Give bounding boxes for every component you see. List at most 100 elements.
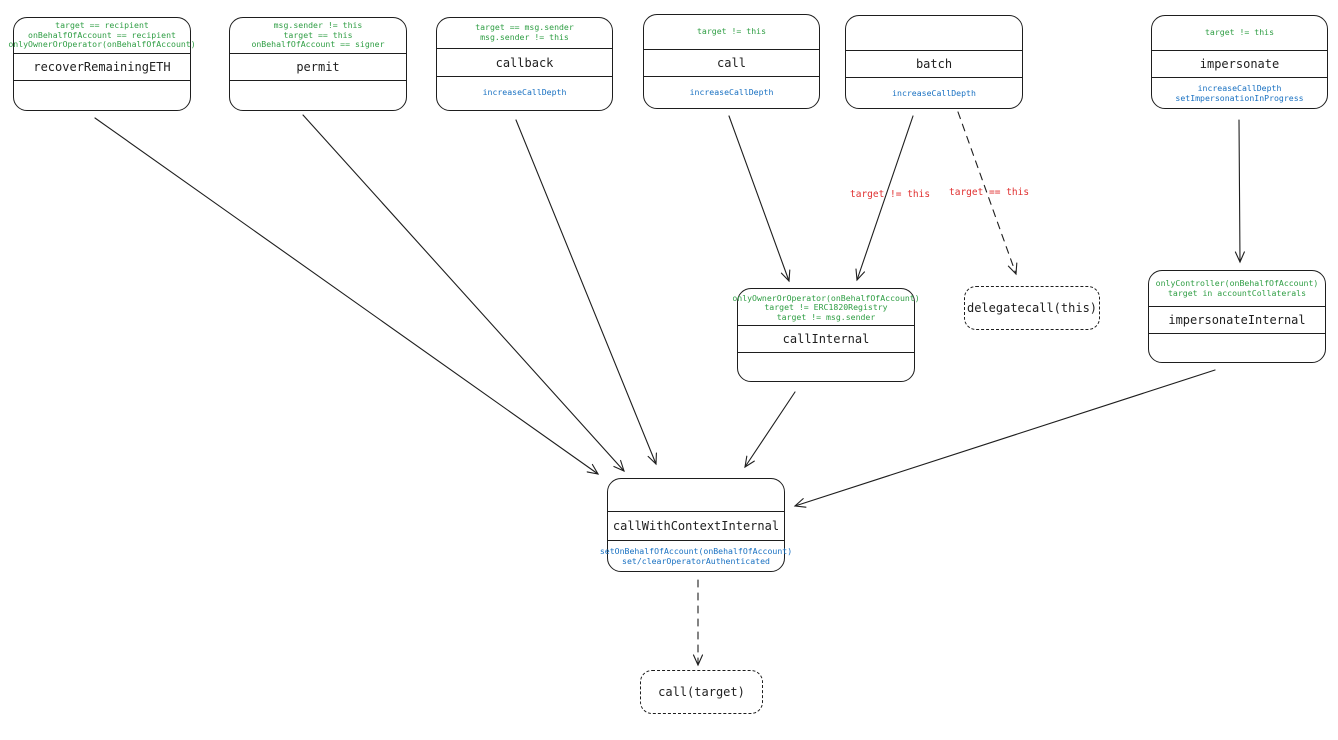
arrowhead-icon [1007, 262, 1018, 276]
section-divider [608, 511, 784, 512]
section-divider [14, 80, 190, 81]
node-call-target: call(target) [640, 670, 763, 714]
arrowhead-icon [647, 452, 657, 466]
section-divider [230, 53, 406, 54]
action-text: set/clearOperatorAuthenticated [622, 555, 770, 566]
edge-call-to-callInternal [728, 115, 790, 282]
node-permit: msg.sender != this target == this onBeha… [229, 17, 407, 111]
conditions-section: target != this [1152, 16, 1327, 50]
action-text: setOnBehalfOfAccount(onBehalfOfAccount) [599, 545, 793, 556]
condition-text: target == recipient [55, 20, 149, 31]
function-name: callWithContextInternal [612, 519, 780, 533]
conditions-section [846, 16, 1022, 50]
condition-text: target != msg.sender [776, 311, 876, 322]
conditions-section: onlyOwnerOrOperator(onBehalfOfAccount) t… [732, 291, 919, 325]
name-section: impersonate [1152, 51, 1327, 77]
condition-text: msg.sender != this [273, 20, 363, 31]
section-divider [738, 352, 914, 353]
function-name: permit [296, 60, 340, 74]
section-divider [644, 76, 819, 77]
node-call-internal: onlyOwnerOrOperator(onBehalfOfAccount) t… [732, 288, 920, 382]
edge-recoverRemainingETH-to-callWithContextInternal [94, 117, 599, 475]
edge-impersonate-to-impersonateInternal [1238, 119, 1241, 263]
node-recover-remaining-eth: target == recipient onBehalfOfAccount ==… [8, 17, 196, 111]
edge-label-target-is-this: target == this [949, 187, 1030, 198]
name-section: impersonateInternal [1149, 307, 1325, 333]
section-divider [846, 50, 1022, 51]
condition-text: target != this [696, 26, 766, 37]
arrowhead-icon [613, 459, 625, 473]
actions-section: setOnBehalfOfAccount(onBehalfOfAccount) … [600, 541, 792, 572]
node-label: delegatecall(this) [966, 301, 1098, 315]
edge-callback-to-callWithContextInternal [515, 119, 657, 465]
action-text: increaseCallDepth [482, 87, 567, 98]
edge-batch-to-callInternal [856, 115, 914, 281]
conditions-section: target != this [644, 15, 819, 49]
conditions-section [608, 479, 784, 511]
arrowhead-icon [1234, 251, 1245, 264]
arrowhead-icon [692, 654, 704, 667]
arrowhead-icon [793, 498, 807, 508]
name-section: recoverRemainingETH [14, 54, 190, 80]
arrowhead-icon [780, 269, 791, 283]
name-section: callInternal [738, 326, 914, 352]
condition-text: onBehalfOfAccount == recipient [28, 29, 176, 40]
condition-text: onlyOwnerOrOperator(onBehalfOfAccount) [732, 292, 920, 303]
arrowhead-icon [744, 455, 755, 469]
section-divider [1152, 50, 1327, 51]
section-divider [1152, 77, 1327, 78]
section-divider [644, 49, 819, 50]
node-impersonate-internal: onlyController(onBehalfOfAccount) target… [1148, 270, 1326, 363]
node-batch: batch increaseCallDepth [845, 15, 1023, 109]
name-section: callback [437, 49, 612, 76]
section-divider [738, 325, 914, 326]
edge-callInternal-to-callWithContextInternal [744, 391, 796, 468]
edge-batch-to-delegatecall [957, 111, 1017, 275]
conditions-section: onlyController(onBehalfOfAccount) target… [1149, 271, 1325, 306]
node-call: target != this call increaseCallDepth [643, 14, 820, 109]
condition-text: target != ERC1820Registry [764, 302, 888, 313]
name-section: permit [230, 54, 406, 80]
conditions-section: msg.sender != this target == this onBeha… [230, 18, 406, 53]
condition-text: msg.sender != this [480, 32, 569, 42]
action-text: increaseCallDepth [689, 87, 774, 98]
function-name: batch [915, 57, 953, 71]
section-divider [437, 48, 612, 49]
function-name: impersonate [1199, 57, 1280, 71]
action-text: increaseCallDepth [1197, 82, 1282, 93]
section-divider [1149, 333, 1325, 334]
action-text: setImpersonationInProgress [1175, 92, 1304, 103]
arrowhead-icon [586, 463, 600, 475]
section-divider [230, 80, 406, 81]
conditions-section: target == recipient onBehalfOfAccount ==… [8, 18, 195, 53]
condition-text: target != this [1204, 27, 1274, 38]
node-callback: target == msg.sender msg.sender != this … [436, 17, 613, 111]
section-divider [437, 76, 612, 77]
actions-section: increaseCallDepth setImpersonationInProg… [1152, 78, 1327, 109]
condition-text: onlyOwnerOrOperator(onBehalfOfAccount) [8, 39, 196, 50]
actions-section: increaseCallDepth [846, 78, 1022, 109]
node-call-with-context-internal: callWithContextInternal setOnBehalfOfAcc… [600, 478, 792, 572]
condition-text: target == this [283, 29, 353, 40]
arrowhead-icon [855, 268, 866, 282]
edge-impersonateInternal-to-callWithContextInternal [794, 369, 1216, 507]
name-section: call [644, 50, 819, 76]
section-divider [846, 77, 1022, 78]
actions-section: increaseCallDepth [437, 77, 612, 109]
name-section: batch [846, 51, 1022, 77]
section-divider [1149, 306, 1325, 307]
actions-section: increaseCallDepth [644, 77, 819, 109]
function-name: call [717, 56, 746, 70]
edge-permit-to-callWithContextInternal [302, 114, 625, 472]
condition-text: target == msg.sender [475, 22, 574, 33]
condition-text: onlyController(onBehalfOfAccount) [1155, 277, 1319, 288]
edge-label-target-not-this: target != this [850, 189, 931, 200]
function-name: recoverRemainingETH [33, 60, 171, 74]
node-delegatecall: delegatecall(this) [964, 286, 1100, 330]
node-label: call(target) [658, 685, 745, 699]
condition-text: target in accountCollaterals [1167, 287, 1307, 298]
function-name: impersonateInternal [1168, 313, 1306, 327]
function-name: callInternal [782, 332, 870, 346]
